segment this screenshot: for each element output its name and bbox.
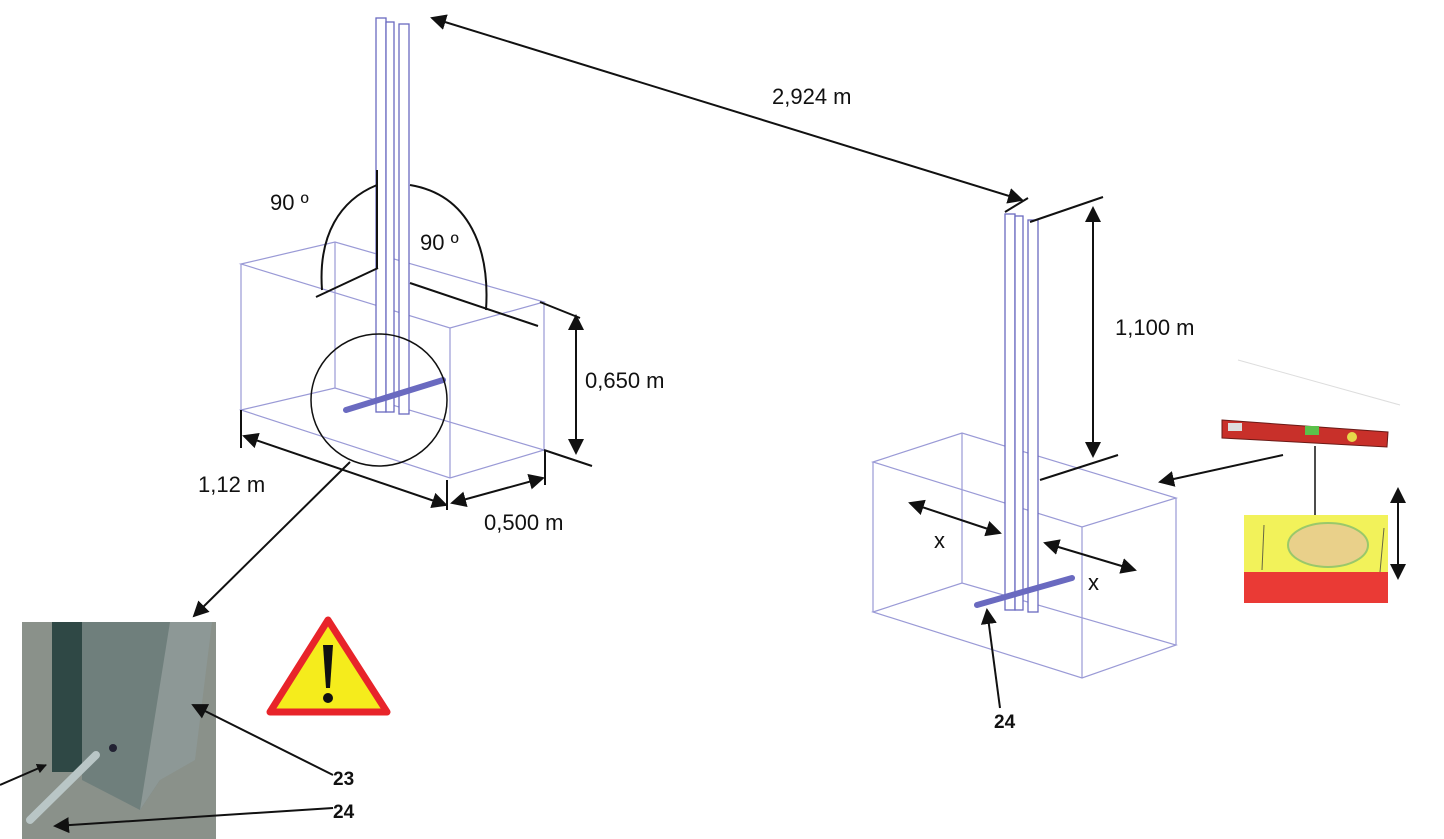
offset-left-arrow [908,499,1002,537]
right-foundation-box [871,432,1179,679]
box-width-label: 0,500 m [484,510,564,535]
right-post [974,213,1075,613]
post-spacing-arrow [430,14,1024,204]
box-dimension-lines [240,301,593,510]
offset-right-arrow [1043,539,1137,574]
rod-callout-label: 24 [994,712,1016,733]
warning-icon [266,616,391,716]
post-callout-arrow [191,704,334,776]
left-anchor-rod [343,377,446,413]
box-length-label: 1,12 m [198,472,265,497]
photo-rod-callout-arrow [53,807,334,834]
spacing-tick [1004,197,1029,213]
photo-arrow [0,764,47,786]
offset-right-label: x [1088,570,1099,595]
angle-marks [315,170,539,327]
post-base-photo [22,622,216,839]
level-arrow [1158,454,1284,487]
angle-left-label: 90 º [270,190,309,215]
post-callout-label: 23 [333,769,354,790]
right-anchor-rod [974,575,1075,608]
post-spacing-label: 2,924 m [772,84,852,109]
spirit-level-image [1221,359,1401,448]
box-depth-label: 0,650 m [585,368,665,393]
height-dimension [1029,196,1119,481]
post-height-label: 1,100 m [1115,315,1195,340]
bubble-vial-image [1244,515,1388,603]
angle-right-label: 90 º [420,230,459,255]
photo-rod-callout-label: 24 [333,802,355,823]
rod-callout-arrow [980,608,1001,709]
left-post [343,17,446,415]
offset-left-label: x [934,528,945,553]
